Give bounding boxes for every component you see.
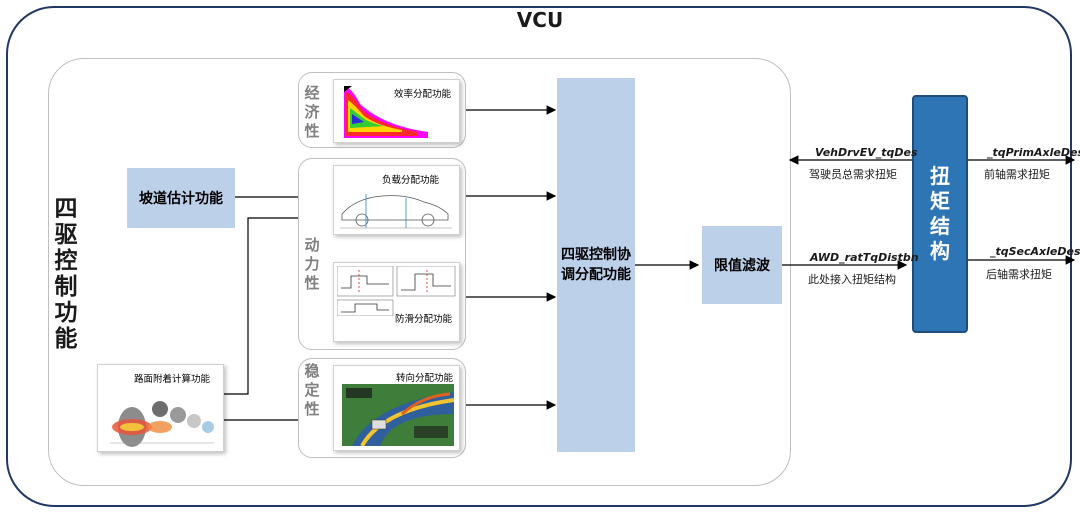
tire-force-plot xyxy=(110,401,214,447)
driver-demand-desc: 驾驶员总需求扭矩 xyxy=(809,168,897,181)
awd-ratio-signal: AWD_ratTqDistbn xyxy=(810,251,919,264)
antislip-caption: 防滑分配功能 xyxy=(395,314,453,325)
vcu-title: VCU xyxy=(516,8,564,32)
limit-filter-label: 限值滤波 xyxy=(714,258,770,274)
awd-control-title: 四驱控制功能 xyxy=(54,196,78,352)
road-adhesion-thumbnail: 路面附着计算功能 xyxy=(97,364,224,452)
steering-thumbnail: 转向分配功能 xyxy=(333,365,460,451)
wire-adhesion-to-load xyxy=(222,213,334,395)
antislip-thumbnail: 防滑分配功能 xyxy=(333,262,460,342)
torque-structure-box: 扭矩结构 xyxy=(912,95,968,333)
slope-estimation-box: 坡道估计功能 xyxy=(127,168,235,228)
efficiency-caption: 效率分配功能 xyxy=(394,89,452,100)
load-car-sketch xyxy=(340,194,452,229)
load-thumbnail: 负载分配功能 xyxy=(333,165,460,235)
sec-axle-desc: 后轴需求扭矩 xyxy=(986,268,1052,281)
awd-control-frame xyxy=(48,58,791,486)
steering-caption: 转向分配功能 xyxy=(396,373,454,384)
prim-axle-desc: 前轴需求扭矩 xyxy=(984,168,1050,181)
load-caption: 负载分配功能 xyxy=(382,175,440,186)
awd-ratio-desc: 此处接入扭矩结构 xyxy=(808,273,896,286)
economy-group-label: 经济性 xyxy=(304,84,320,140)
sec-axle-signal: _tqSecAxleDes xyxy=(990,245,1080,258)
efficiency-thumbnail: 效率分配功能 xyxy=(333,79,460,143)
limit-filter-box: 限值滤波 xyxy=(702,226,782,304)
antislip-charts xyxy=(337,266,456,316)
coordinator-box: 四驱控制协调分配功能 xyxy=(557,78,635,452)
torque-structure-label: 扭矩结构 xyxy=(930,164,950,263)
prim-axle-signal: _tqPrimAxleDes xyxy=(987,146,1080,159)
coordinator-label: 四驱控制协调分配功能 xyxy=(561,247,631,283)
dynamic-group-label: 动力性 xyxy=(304,236,320,292)
driver-demand-signal: VehDrvEV_tqDes xyxy=(815,146,918,159)
steering-road-scene xyxy=(342,384,454,446)
stability-group-label: 稳定性 xyxy=(304,362,320,418)
efficiency-map-plot xyxy=(338,82,430,140)
road-adhesion-caption: 路面附着计算功能 xyxy=(134,374,211,385)
slope-estimation-label: 坡道估计功能 xyxy=(139,191,223,207)
